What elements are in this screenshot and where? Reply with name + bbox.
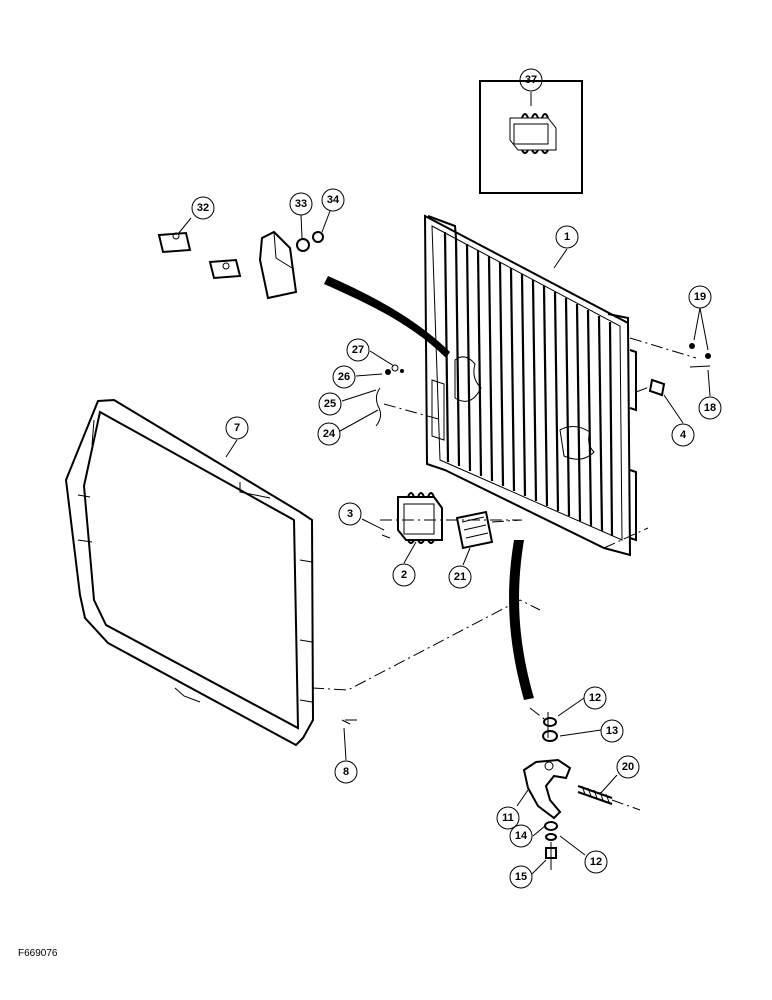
latch-lever [522, 758, 572, 820]
callout-33-label: 33 [295, 198, 307, 210]
callout-27-label: 27 [352, 344, 364, 356]
callout-3: 3 [338, 502, 362, 526]
callout-18-label: 18 [704, 402, 716, 414]
alignment-lines [311, 337, 697, 723]
nut-15 [545, 847, 557, 859]
callout-26: 26 [332, 365, 356, 389]
callout-2-label: 2 [401, 569, 407, 581]
assembly-arrows [324, 276, 534, 700]
grille-screen [423, 214, 637, 557]
callout-20-label: 20 [622, 761, 634, 773]
callout-13: 13 [600, 719, 624, 743]
callout-12b-label: 12 [590, 856, 602, 868]
callout-34-label: 34 [327, 194, 340, 206]
front-frame [64, 398, 315, 747]
callout-32-label: 32 [197, 202, 209, 214]
clip-4 [648, 378, 666, 397]
leader-lines [177, 92, 711, 875]
figure-id: F669076 [18, 948, 58, 959]
callout-19-label: 19 [694, 291, 706, 303]
hardware-parts [296, 231, 711, 725]
mounting-bracket [157, 230, 298, 300]
inset-bracket-drawing [509, 113, 557, 154]
callout-32: 32 [191, 196, 215, 220]
callout-4: 4 [671, 423, 695, 447]
fastener-19b [705, 353, 711, 359]
nut-33 [296, 238, 310, 252]
fastener-19a [689, 343, 695, 349]
latch-assembly [522, 712, 641, 870]
callout-33: 33 [289, 192, 313, 216]
callout-1-label: 1 [564, 231, 570, 243]
pin-24 [375, 387, 382, 427]
washer-34 [312, 231, 324, 243]
screw-8 [341, 719, 351, 725]
callout-11: 11 [496, 806, 520, 830]
callout-20: 20 [616, 755, 640, 779]
callout-7-label: 7 [234, 422, 240, 434]
callout-14: 14 [509, 824, 533, 848]
callout-13-label: 13 [606, 725, 618, 737]
callout-11-label: 11 [502, 812, 514, 824]
callout-27: 27 [346, 338, 370, 362]
callout-15: 15 [509, 865, 533, 889]
callout-26-label: 26 [338, 371, 350, 383]
callout-19: 19 [688, 285, 712, 309]
callout-37: 37 [519, 68, 543, 92]
callout-25-label: 25 [324, 398, 336, 410]
callout-14-label: 14 [515, 830, 528, 842]
callout-8-label: 8 [343, 766, 349, 778]
callout-3-label: 3 [347, 508, 353, 520]
callout-24: 24 [317, 422, 341, 446]
callout-1: 1 [555, 225, 579, 249]
callout-15-label: 15 [515, 871, 527, 883]
screw-3 [381, 534, 391, 539]
callout-34: 34 [321, 188, 345, 212]
callout-21-label: 21 [454, 571, 466, 583]
callout-24-label: 24 [323, 428, 336, 440]
pad [455, 510, 494, 550]
callout-2: 2 [392, 563, 416, 587]
callout-25: 25 [318, 392, 342, 416]
washer-14 [544, 821, 558, 831]
callout-7: 7 [225, 416, 249, 440]
callout-18: 18 [698, 396, 722, 420]
callout-12a-label: 12 [589, 692, 601, 704]
callout-21: 21 [448, 565, 472, 589]
callout-4-label: 4 [680, 429, 687, 441]
callout-12b: 12 [584, 850, 608, 874]
grille-fins [443, 231, 614, 537]
callout-37-label: 37 [525, 74, 537, 86]
bushing-13 [542, 730, 558, 742]
inset-box-detail [479, 80, 583, 194]
callout-8: 8 [334, 760, 358, 784]
latch-bracket [397, 492, 443, 544]
callout-12a: 12 [583, 686, 607, 710]
